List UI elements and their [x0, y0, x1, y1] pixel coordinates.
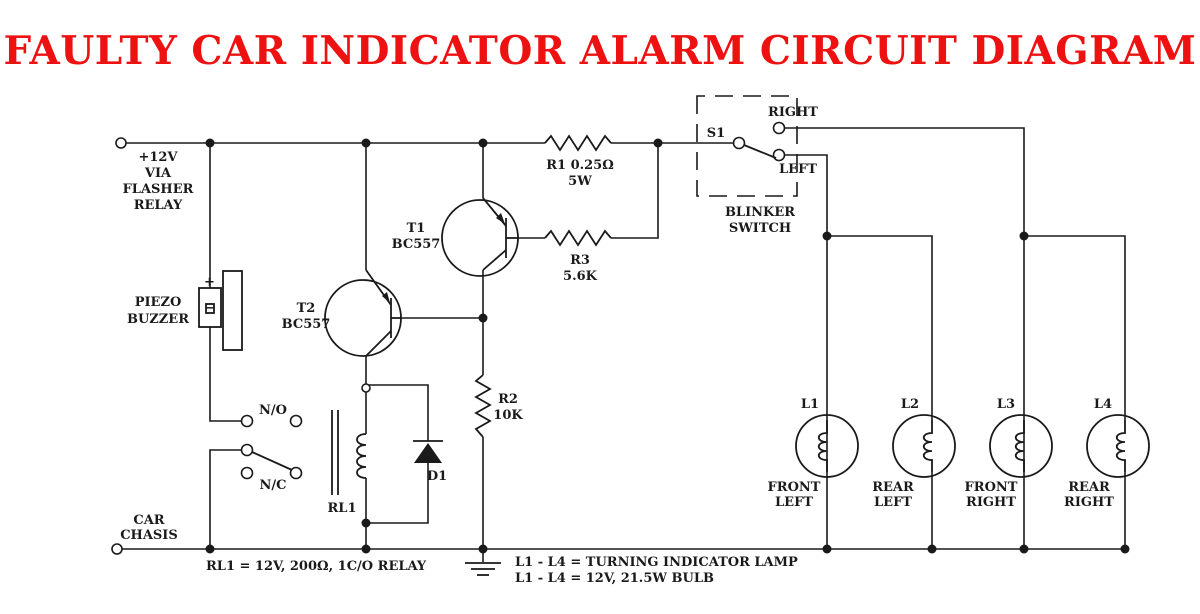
r1-label: R1 0.25Ω — [546, 158, 614, 173]
t2-part: BC557 — [282, 317, 331, 332]
s1-label: S1 — [707, 126, 725, 141]
switch-name-2: SWITCH — [729, 221, 791, 236]
lamp-l2-caption-2: LEFT — [874, 495, 912, 510]
buzzer-label-1: PIEZO — [135, 295, 182, 310]
supply-label-2: VIA — [144, 166, 172, 181]
diagram-title: FAULTY CAR INDICATOR ALARM CIRCUIT DIAGR… — [3, 28, 1197, 74]
supply-terminal — [115, 137, 127, 149]
lamp-l3-caption-2: RIGHT — [966, 495, 1016, 510]
r1-rating: 5W — [568, 174, 592, 189]
terminals — [111, 137, 371, 555]
blinker-switch — [696, 95, 798, 197]
relay-nc-label: N/C — [260, 478, 287, 493]
lamp-l4-caption-1: REAR — [1068, 480, 1110, 495]
resistor-r1 — [544, 134, 612, 152]
resistor-r2 — [474, 374, 492, 438]
rl1-label: RL1 — [328, 501, 357, 516]
junction-dots — [205, 138, 1130, 554]
lamp-l1-caption-2: LEFT — [775, 495, 813, 510]
lamp-l2 — [892, 414, 956, 478]
lamp-l4-id: L4 — [1094, 397, 1112, 412]
relay-common-node — [361, 383, 371, 393]
t1-part: BC557 — [392, 237, 441, 252]
lamp-l1-id: L1 — [801, 397, 819, 412]
r2-value: 10K — [493, 408, 523, 423]
lamp-type-note: L1 - L4 = TURNING INDICATOR LAMP — [515, 555, 798, 570]
lamp-l2-caption-1: REAR — [872, 480, 914, 495]
r3-label: R3 — [570, 253, 590, 268]
lamp-l2-id: L2 — [901, 397, 919, 412]
relay-contacts — [240, 414, 303, 480]
buzzer-label-2: BUZZER — [127, 312, 189, 327]
r3-value: 5.6K — [563, 269, 598, 284]
switch-right-label: RIGHT — [768, 105, 818, 120]
d1-label: D1 — [427, 469, 447, 484]
transistor-t1 — [441, 197, 519, 277]
lamps — [795, 414, 1150, 478]
lamp-l1-caption-1: FRONT — [768, 480, 821, 495]
t2-name: T2 — [297, 301, 316, 316]
relay-spec-note: RL1 = 12V, 200Ω, 1C/O RELAY — [206, 559, 427, 574]
labels: +12V VIA FLASHER RELAY CAR CHASIS PIEZO … — [120, 105, 1114, 586]
r2-label: R2 — [498, 392, 518, 407]
ground-symbol — [465, 562, 501, 576]
lamp-l3-id: L3 — [997, 397, 1015, 412]
transistor-t2 — [324, 269, 402, 357]
buzzer-plus-sign: + — [204, 275, 215, 290]
lamp-l1 — [795, 414, 859, 478]
lamp-l3 — [989, 414, 1053, 478]
lamp-l3-caption-1: FRONT — [965, 480, 1018, 495]
lamp-l4-caption-2: RIGHT — [1064, 495, 1114, 510]
lamp-spec-note: L1 - L4 = 12V, 21.5W BULB — [515, 571, 714, 586]
supply-label-3: FLASHER — [123, 182, 194, 197]
buzzer-minus-sign: − — [205, 301, 216, 316]
chassis-label-1: CAR — [133, 513, 164, 528]
supply-label-1: +12V — [138, 150, 178, 165]
piezo-buzzer — [198, 270, 243, 351]
relay-coil-rl1 — [331, 410, 367, 495]
switch-name-1: BLINKER — [725, 205, 795, 220]
chassis-label-2: CHASIS — [120, 528, 178, 543]
lamp-l4 — [1086, 414, 1150, 478]
resistor-r3 — [544, 229, 612, 247]
chassis-terminal — [111, 543, 123, 555]
relay-no-label: N/O — [259, 403, 287, 418]
t1-name: T1 — [407, 221, 426, 236]
diode-d1 — [413, 440, 443, 463]
switch-left-label: LEFT — [779, 162, 817, 177]
supply-label-4: RELAY — [134, 198, 183, 213]
